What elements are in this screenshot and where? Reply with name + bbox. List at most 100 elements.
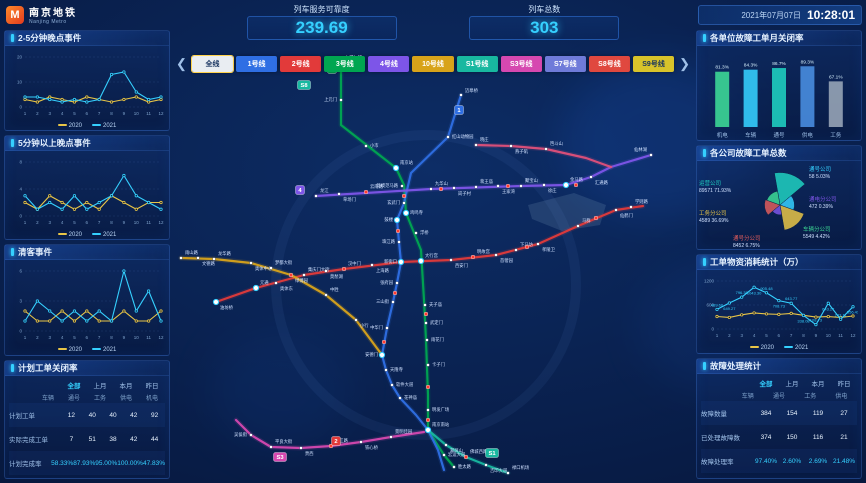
station-胜太路[interactable]: [452, 465, 456, 469]
station-奥体中心[interactable]: [249, 261, 253, 265]
station-玄武门[interactable]: [402, 201, 406, 205]
station-龙华路[interactable]: [212, 257, 216, 261]
station-小市[interactable]: [364, 144, 368, 148]
station-武定门[interactable]: [424, 321, 428, 325]
station-夫子庙[interactable]: [423, 303, 427, 307]
station-聚宝山[interactable]: [519, 184, 523, 188]
station-三山街[interactable]: [391, 300, 395, 304]
station-小行[interactable]: [354, 318, 358, 322]
station-红山动物园[interactable]: [446, 135, 450, 139]
station-明发广场[interactable]: [426, 408, 430, 412]
station-九华山[interactable]: [429, 187, 433, 191]
table-tab-全部[interactable]: 全部: [67, 383, 81, 390]
table-tab-本月[interactable]: 本月: [811, 381, 825, 388]
station-南京站[interactable]: [392, 164, 400, 172]
station-下马坊[interactable]: [514, 248, 518, 252]
station-汇通路[interactable]: [589, 175, 593, 179]
legend-item-2021[interactable]: 2021: [92, 123, 116, 129]
station-软件大道[interactable]: [390, 383, 394, 387]
line-button-2号线[interactable]: 2号线: [280, 56, 322, 72]
station-天隆寺[interactable]: [384, 368, 388, 372]
station-集庆门大街[interactable]: [302, 273, 306, 277]
station-王家湾[interactable]: [496, 184, 500, 188]
table-tab-昨日[interactable]: 昨日: [145, 383, 159, 390]
line-button-S7号线[interactable]: S7号线: [544, 56, 586, 72]
line-button-全线[interactable]: 全线: [190, 55, 235, 73]
station-孝陵卫[interactable]: [536, 242, 540, 246]
station-油坊桥[interactable]: [212, 298, 220, 306]
table-tab-昨日[interactable]: 昨日: [837, 381, 851, 388]
station-燕子矶[interactable]: [509, 144, 513, 148]
station-大行宫[interactable]: [417, 257, 425, 265]
station-马群[interactable]: [576, 224, 580, 228]
line-button-S1号线[interactable]: S1号线: [456, 56, 498, 72]
table-tab-本月[interactable]: 本月: [119, 383, 133, 390]
station-平良大街[interactable]: [269, 445, 273, 449]
station-鸡鸣寺[interactable]: [402, 209, 410, 217]
station-宏运大道[interactable]: [442, 453, 446, 457]
station-西安门[interactable]: [449, 258, 453, 262]
line-button-4号线[interactable]: 4号线: [368, 56, 410, 72]
legend-item-2020[interactable]: 2020: [57, 123, 82, 129]
station-梦都大街[interactable]: [269, 266, 273, 270]
station-学则路[interactable]: [629, 205, 633, 209]
table-tab-上月[interactable]: 上月: [785, 381, 799, 388]
station-笆斗山[interactable]: [544, 147, 548, 151]
station-新模范马路[interactable]: [400, 184, 404, 188]
station-上海路[interactable]: [370, 263, 374, 267]
station-迈皋桥[interactable]: [459, 93, 463, 97]
station-金马路[interactable]: [562, 181, 570, 189]
station-景明佳园[interactable]: [389, 435, 393, 439]
station-中胜[interactable]: [324, 293, 328, 297]
station-安德门[interactable]: [378, 351, 386, 359]
station-元通[interactable]: [252, 284, 260, 292]
station-浮桥[interactable]: [414, 231, 418, 235]
station-岗子村[interactable]: [452, 186, 456, 190]
table-tab-全部[interactable]: 全部: [759, 381, 773, 388]
station-珠江路[interactable]: [397, 240, 401, 244]
station-仙林湖[interactable]: [649, 153, 653, 157]
station-仙鹤门[interactable]: [614, 208, 618, 212]
station-蒋王庙[interactable]: [474, 185, 478, 189]
station-苜蓿园[interactable]: [494, 253, 498, 257]
line-button-S9号线[interactable]: S9号线: [633, 56, 675, 72]
station-花神庙[interactable]: [398, 396, 402, 400]
station-南京南站[interactable]: [424, 426, 432, 434]
line-button-10号线[interactable]: 10号线: [412, 56, 454, 72]
legend-item-2020[interactable]: 2020: [57, 232, 82, 238]
station-翠屏山[interactable]: [444, 443, 448, 447]
station-鼓楼[interactable]: [393, 216, 401, 224]
station-奥体东[interactable]: [274, 281, 278, 285]
station-吴侯街[interactable]: [249, 433, 253, 437]
station-雨山路[interactable]: [179, 256, 183, 260]
station-雨花门[interactable]: [425, 338, 429, 342]
table-tab-上月[interactable]: 上月: [93, 383, 107, 390]
station-晓庄[interactable]: [474, 143, 478, 147]
station-卡子门[interactable]: [426, 363, 430, 367]
station-禄口机场[interactable]: [506, 471, 510, 475]
station-上元门[interactable]: [339, 98, 343, 102]
next-arrow-icon[interactable]: ❯: [679, 56, 690, 71]
legend-item-2020[interactable]: 2020: [57, 347, 82, 353]
legend-item-2021[interactable]: 2021: [92, 347, 116, 353]
station-贾西[interactable]: [299, 446, 303, 450]
station-徐庄[interactable]: [542, 183, 546, 187]
station-铁心桥[interactable]: [359, 440, 363, 444]
prev-arrow-icon[interactable]: ❮: [176, 56, 187, 71]
station-张府园[interactable]: [395, 281, 399, 285]
legend-item-2021[interactable]: 2021: [92, 232, 116, 238]
station-中华门[interactable]: [385, 326, 389, 330]
station-新街口[interactable]: [397, 258, 405, 266]
line-button-3号线[interactable]: 3号线: [324, 56, 366, 72]
station-草场门[interactable]: [337, 192, 341, 196]
line-button-S3号线[interactable]: S3号线: [500, 56, 542, 72]
station-文德路[interactable]: [196, 256, 200, 260]
legend-item-2021[interactable]: 2021: [784, 345, 808, 351]
station-莫愁湖[interactable]: [324, 269, 328, 273]
